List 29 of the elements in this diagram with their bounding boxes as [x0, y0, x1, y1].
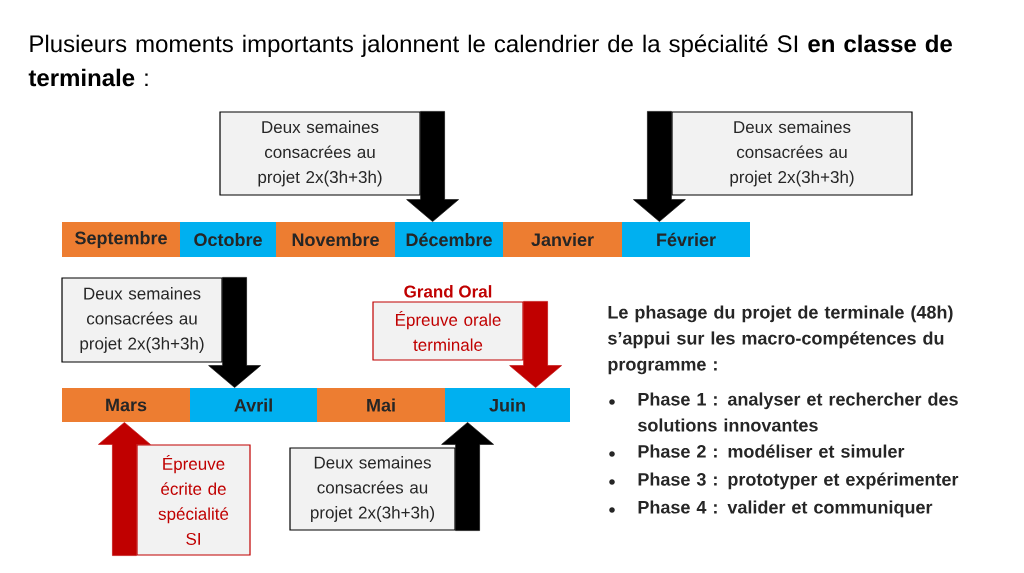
arrow — [406, 111, 459, 222]
month-cell: Février — [622, 222, 750, 257]
bullet-item: Phase 4 : valider et communiquer — [638, 500, 933, 518]
bullet-item: Phase 1 : analyser et rechercher des solutions innovantes — [638, 392, 958, 432]
callout-box: Épreuve écrite de spécialité SI — [136, 444, 251, 556]
callout-box: Deux semaines consacrées au projet 2x(3h+3h) — [219, 111, 421, 196]
arrow — [633, 111, 686, 222]
month-cell: Mars — [62, 388, 190, 422]
callout-box: Deux semaines consacrées au projet 2x(3h+3h) — [61, 277, 223, 363]
arrow — [98, 422, 151, 556]
heading-text: Grand Oral — [404, 285, 492, 298]
month-cell: Octobre — [180, 222, 276, 257]
callout-box: Épreuve orale terminale — [372, 301, 524, 361]
month-cell: Juin — [445, 388, 570, 422]
arrow — [208, 277, 261, 388]
arrow — [509, 301, 562, 388]
month-cell: Avril — [190, 388, 317, 422]
month-cell: Novembre — [276, 222, 395, 257]
month-cell: Janvier — [503, 222, 622, 257]
month-cell: Septembre — [62, 222, 180, 257]
callout-box: Deux semaines consacrées au projet 2x(3h+3h) — [671, 111, 913, 196]
arrow — [441, 422, 494, 531]
month-cell: Mai — [317, 388, 445, 422]
callout-box: Deux semaines consacrées au projet 2x(3h+3h) — [289, 447, 456, 531]
title: Plusieurs moments importants jalonnent le calendrier de la spécialité SI en classe de terminale : — [28, 34, 952, 87]
bullet-item: Phase 2 : modéliser et simuler — [638, 444, 905, 458]
heading-text: Le phasage du projet de terminale (48h) s’appui sur les macro-compétences du programme : — [608, 305, 953, 375]
month-cell: Décembre — [395, 222, 503, 257]
bullet-item: Phase 3 : prototyper et expérimenter — [638, 472, 959, 490]
